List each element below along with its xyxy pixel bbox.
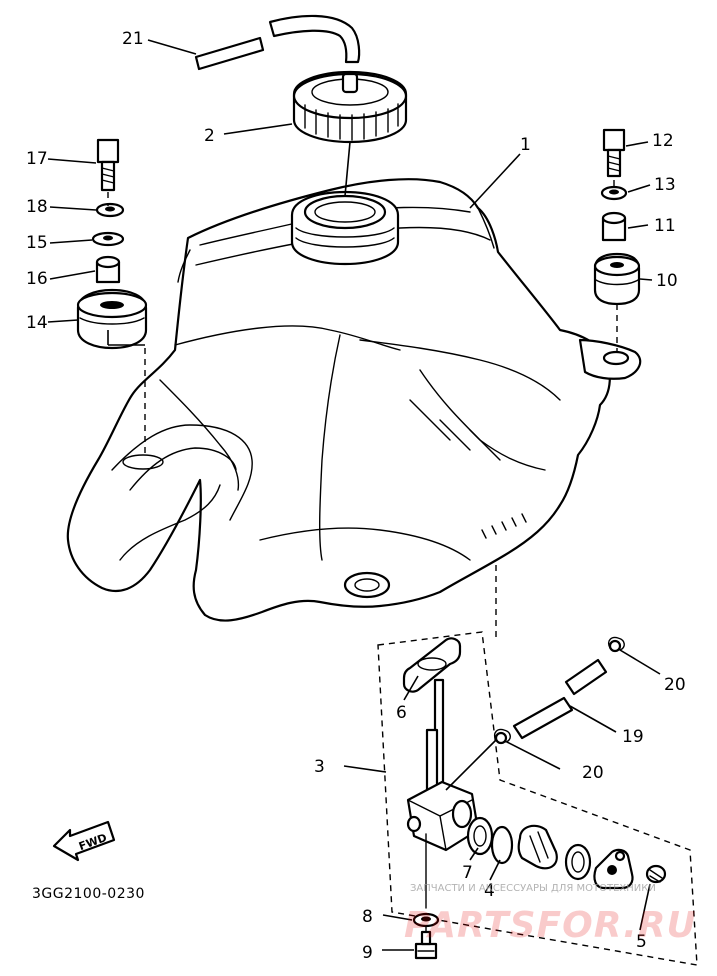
gasket-6[interactable] (402, 637, 462, 693)
callout-16[interactable]: 16 (26, 269, 48, 289)
callout-3[interactable]: 3 (314, 757, 325, 777)
fuel-filter-7[interactable] (466, 816, 494, 856)
breather-hose[interactable] (194, 14, 361, 71)
callout-5[interactable]: 5 (636, 932, 647, 952)
lever-plate-5[interactable] (593, 848, 667, 890)
collar-16[interactable] (95, 255, 121, 284)
drain-screw-9[interactable] (414, 930, 438, 960)
callout-11[interactable]: 11 (654, 216, 676, 236)
washer-13[interactable] (600, 185, 628, 201)
callout-6[interactable]: 6 (396, 703, 407, 723)
washer-18[interactable] (95, 202, 125, 218)
callout-2[interactable]: 2 (204, 126, 215, 146)
fuel-tank[interactable] (66, 178, 642, 622)
callout-8[interactable]: 8 (362, 907, 373, 927)
collar-11[interactable] (601, 211, 627, 242)
watermark-caption: ЗАПЧАСТИ И АКСЕССУАРЫ ДЛЯ МОТОТЕХНИКИ (410, 883, 656, 894)
forward-arrow: FWD (52, 820, 116, 862)
callout-9[interactable]: 9 (362, 943, 373, 963)
washer-15[interactable] (91, 231, 125, 247)
bolt-12[interactable] (602, 128, 626, 178)
callout-19[interactable]: 19 (622, 727, 644, 747)
hose-clip-20-lower[interactable] (494, 728, 511, 745)
callout-14[interactable]: 14 (26, 313, 48, 333)
o-ring-4[interactable] (490, 825, 514, 865)
callout-1[interactable]: 1 (520, 135, 531, 155)
callout-12[interactable]: 12 (652, 131, 674, 151)
diagram-code: 3GG2100-0230 (32, 886, 145, 902)
fuel-cock-frame (377, 631, 698, 966)
callout-20-lower[interactable]: 20 (582, 763, 604, 783)
callout-18[interactable]: 18 (26, 197, 48, 217)
callout-15[interactable]: 15 (26, 233, 48, 253)
bolt-17[interactable] (96, 138, 120, 192)
lever-seal[interactable] (517, 824, 592, 881)
callout-21[interactable]: 21 (122, 29, 144, 49)
fuel-hose-19[interactable] (512, 658, 608, 740)
fuel-cock[interactable] (406, 678, 480, 909)
callout-labels: 21 2 1 17 18 15 16 14 12 13 11 10 3 6 20… (26, 29, 686, 963)
callout-4[interactable]: 4 (484, 881, 495, 901)
fuel-cap[interactable] (292, 70, 408, 144)
hose-clip-20-upper[interactable] (608, 636, 625, 653)
callout-20-upper[interactable]: 20 (664, 675, 686, 695)
callout-13[interactable]: 13 (654, 175, 676, 195)
damper-10[interactable] (593, 252, 641, 306)
watermark: ЗАПЧАСТИ И АКСЕССУАРЫ ДЛЯ МОТОТЕХНИКИ PA… (404, 883, 697, 946)
damper-14[interactable] (76, 288, 148, 350)
watermark-site: PARTSFOR.RU (404, 905, 697, 946)
callout-10[interactable]: 10 (656, 271, 678, 291)
assembly-lines (47, 39, 661, 951)
callout-7[interactable]: 7 (462, 863, 473, 883)
callout-17[interactable]: 17 (26, 149, 48, 169)
